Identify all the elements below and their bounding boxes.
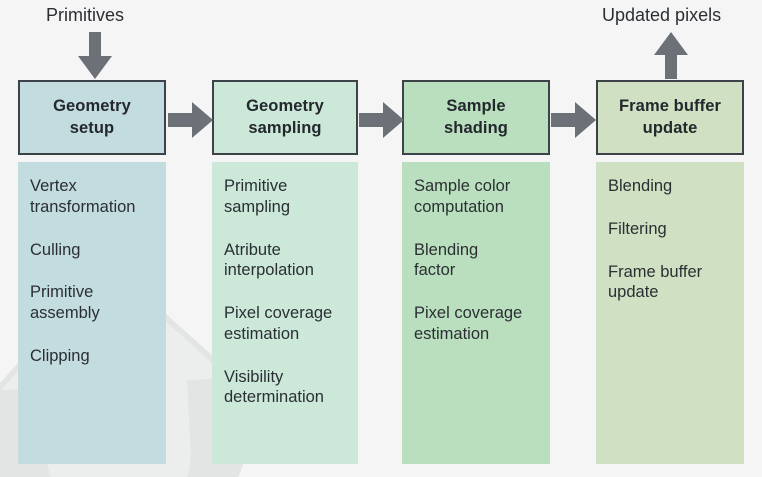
- input-arrow-down: [78, 32, 112, 79]
- stage-header-geometry-setup[interactable]: Geometry setup: [18, 80, 166, 155]
- list-item: Culling: [30, 240, 81, 259]
- list-item: Pixel coverage estimation: [224, 304, 333, 343]
- stage-panel-geometry-setup: Vertex transformation Culling Primitive …: [18, 162, 166, 464]
- stage-panel-frame-buffer-update: Blending Filtering Frame buffer update: [596, 162, 744, 464]
- stage-header-sample-shading[interactable]: Sample shading: [402, 80, 550, 155]
- list-item: Visibility determination: [224, 367, 324, 407]
- input-label: Primitives: [46, 5, 125, 25]
- list-item: Primitive assembly: [30, 283, 100, 323]
- list-item: Primitive sampling: [224, 177, 291, 216]
- output-label: Updated pixels: [602, 5, 722, 25]
- list-item: Blending factor: [414, 240, 479, 280]
- list-item: Filtering: [608, 219, 667, 238]
- list-item: Clipping: [30, 346, 90, 365]
- stage-header-geometry-sampling[interactable]: Geometry sampling: [212, 80, 358, 155]
- list-item: Frame buffer update: [608, 262, 703, 302]
- arrow-geometry-sampling-to-sample-shading: [359, 102, 404, 138]
- list-item: Pixel coverage estimation: [414, 304, 523, 343]
- list-item: Sample color computation: [414, 177, 511, 216]
- arrow-geometry-setup-to-geometry-sampling: [168, 102, 213, 138]
- stage-panel-sample-shading: Sample color computation Blending factor…: [402, 162, 550, 464]
- output-arrow-up: [654, 32, 688, 79]
- stage-header-frame-buffer-update[interactable]: Frame buffer update: [596, 80, 744, 155]
- stage-panel-geometry-sampling: Primitive sampling Atribute interpolatio…: [212, 162, 358, 464]
- list-item: Atribute interpolation: [224, 240, 314, 280]
- list-item: Vertex transformation: [30, 177, 136, 216]
- arrow-sample-shading-to-frame-buffer-update: [551, 102, 596, 138]
- list-item: Blending: [608, 177, 673, 195]
